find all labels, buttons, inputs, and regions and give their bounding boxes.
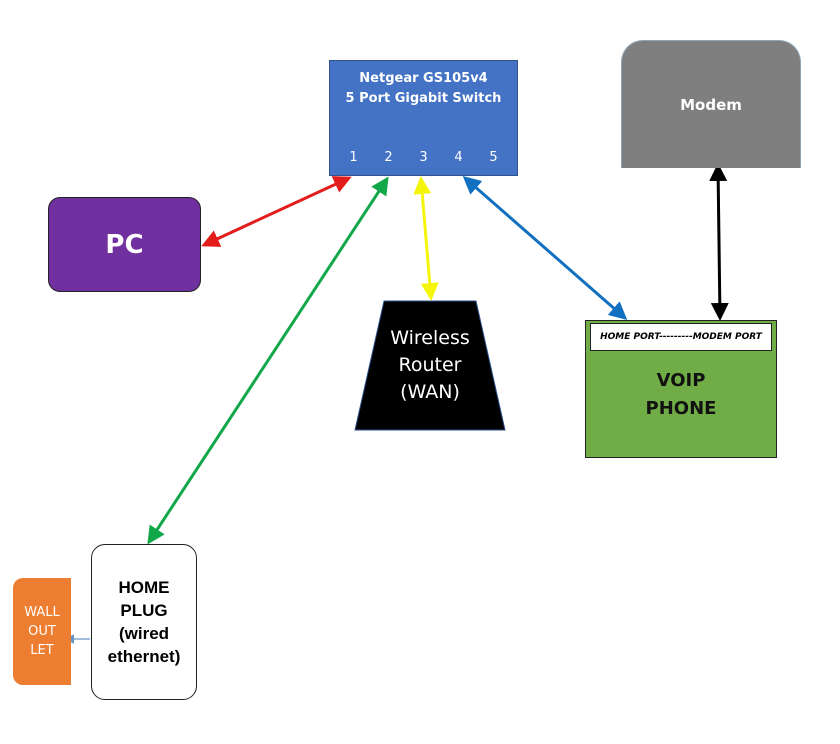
voip-line2: PHONE	[645, 398, 717, 419]
network-switch: Netgear GS105v4 5 Port Gigabit Switch 1 …	[329, 60, 518, 176]
home-plug-node: HOME PLUG (wired ethernet)	[91, 544, 197, 700]
outlet-line2: OUT	[28, 624, 56, 639]
pc-label: PC	[105, 229, 144, 260]
switch-port-4: 4	[454, 150, 463, 165]
link-switch-router	[413, 176, 439, 301]
voip-line1: VOIP	[656, 370, 706, 391]
link-switch-homeplug	[147, 176, 389, 545]
switch-title-line2: 5 Port Gigabit Switch	[345, 91, 502, 106]
switch-port-3: 3	[419, 150, 428, 165]
homeplug-line4: ethernet)	[107, 647, 181, 666]
modem-node: Modem	[621, 40, 801, 168]
switch-port-5: 5	[489, 150, 498, 165]
link-modem-voip	[709, 163, 729, 321]
router-trapezoid-shape	[354, 300, 506, 431]
switch-port-1: 1	[349, 150, 358, 165]
pc-node: PC	[48, 197, 201, 292]
outlet-line3: LET	[30, 643, 54, 658]
homeplug-line2: PLUG	[120, 601, 168, 620]
wall-outlet-node: WALL OUT LET	[13, 578, 71, 685]
switch-ports: 1 2 3 4 5	[330, 150, 517, 165]
router-line1: Wireless	[390, 327, 470, 349]
router-line2: Router	[398, 354, 462, 376]
router-line3: (WAN)	[400, 381, 460, 403]
link-switch-voip	[462, 176, 628, 320]
modem-label: Modem	[680, 95, 742, 114]
switch-title-line1: Netgear GS105v4	[359, 71, 488, 86]
link-switch-pc	[201, 176, 352, 247]
homeplug-line3: (wired	[118, 624, 170, 643]
switch-port-2: 2	[384, 150, 393, 165]
voip-ports-label: HOME PORT---------MODEM PORT	[590, 323, 772, 351]
wireless-router-node: Wireless Router (WAN)	[354, 300, 506, 431]
homeplug-line1: HOME	[118, 578, 170, 597]
outlet-line1: WALL	[24, 605, 60, 620]
voip-phone-node: HOME PORT---------MODEM PORT VOIP PHONE	[585, 320, 777, 458]
